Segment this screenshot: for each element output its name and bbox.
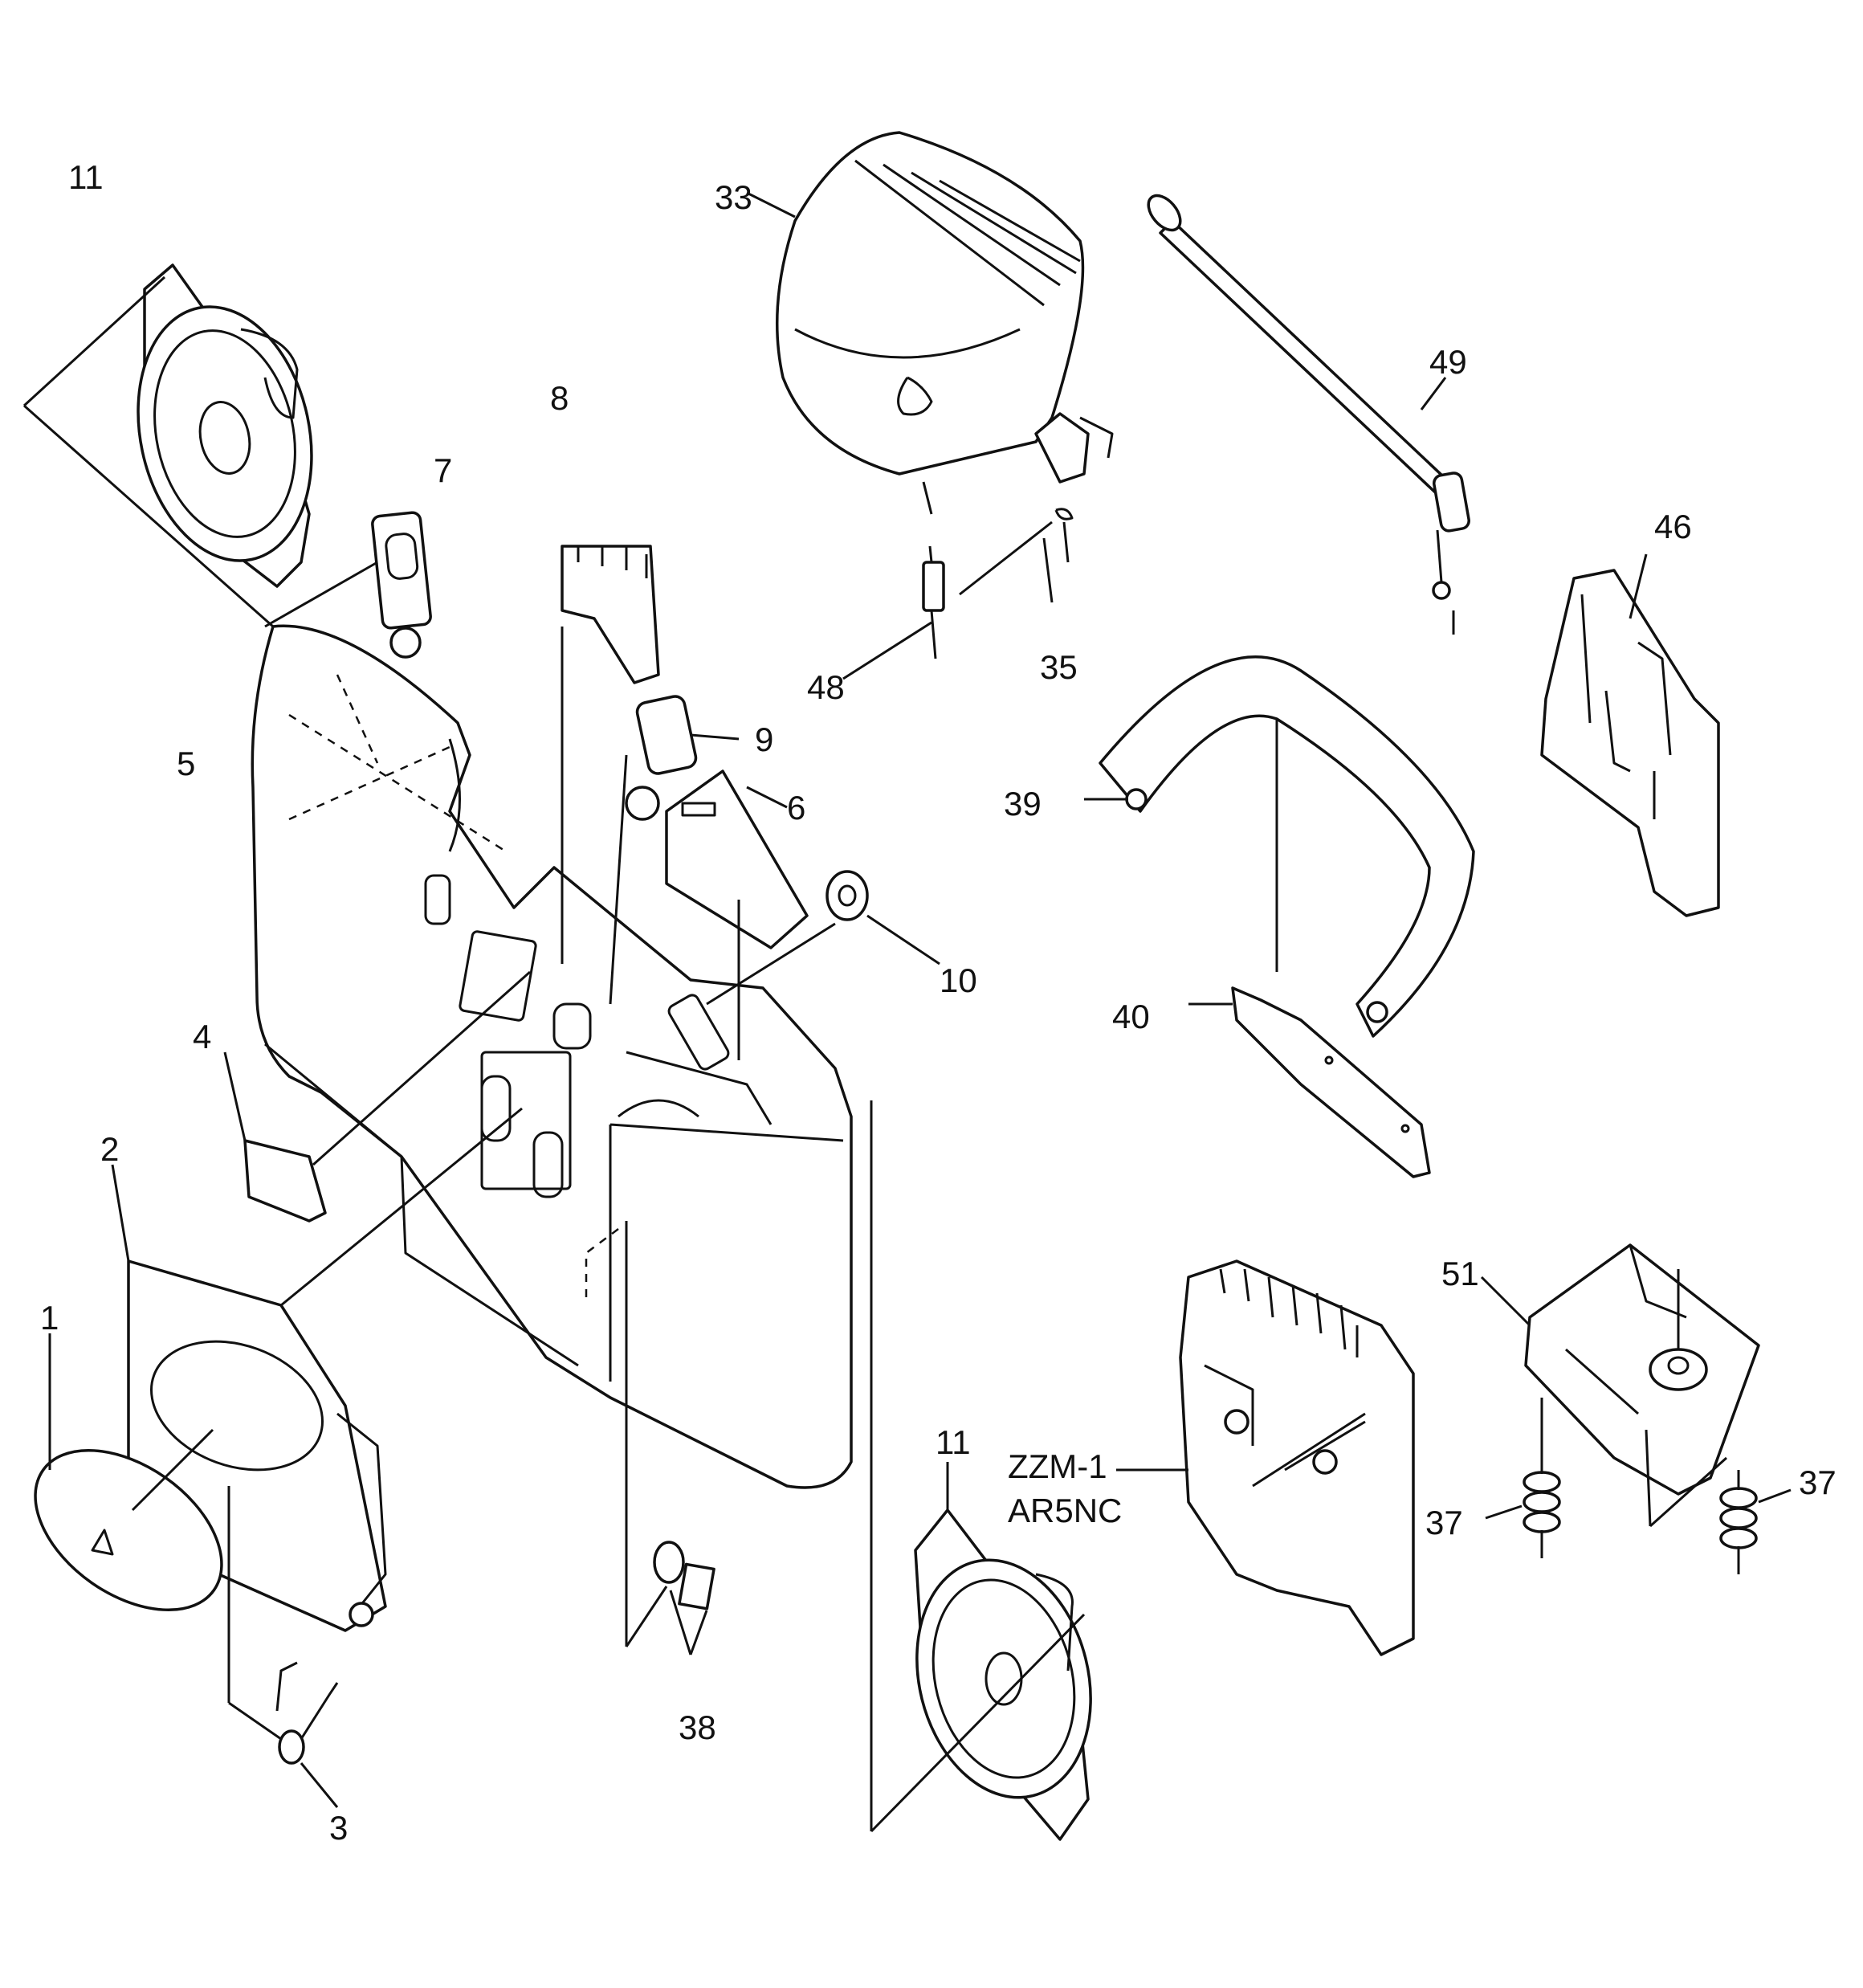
cd-lid-33	[746, 131, 1114, 515]
label-46: 46	[1654, 508, 1692, 545]
label-3: 3	[329, 1809, 348, 1847]
switch-9	[609, 695, 740, 1005]
key-assembly-8	[561, 545, 660, 964]
knob-10	[706, 870, 940, 1006]
label-8: 8	[550, 379, 569, 417]
handle-39	[1084, 655, 1475, 1038]
label-10: 10	[940, 961, 977, 999]
cap-6	[665, 769, 809, 1060]
label-4: 4	[193, 1018, 211, 1055]
label-37-left: 37	[1425, 1504, 1463, 1541]
cd-mechanism-51	[1480, 1243, 1760, 1528]
speaker-bottom	[870, 1100, 1092, 1841]
label-35: 35	[1040, 648, 1078, 686]
lens-4	[223, 970, 531, 1223]
label-37-right: 37	[1799, 1463, 1837, 1501]
label-40: 40	[1112, 998, 1150, 1035]
label-7: 7	[434, 451, 452, 489]
bar-40	[1188, 986, 1431, 1178]
label-5: 5	[177, 745, 195, 782]
module-zzm1	[1116, 1259, 1415, 1656]
callout-labels: 11 7 8 9 5 6 10 4 2 1 3 38 11 33 48 35 4…	[40, 158, 1837, 1847]
label-9: 9	[755, 720, 773, 758]
label-6: 6	[787, 789, 805, 827]
speaker-top-left	[22, 263, 313, 628]
front-cabinet-5	[251, 624, 853, 1489]
label-1: 1	[40, 1299, 59, 1337]
ring-3	[227, 1486, 339, 1808]
label-33: 33	[715, 178, 752, 216]
label-zzm1: ZZM-1	[1008, 1447, 1107, 1485]
spring-35	[959, 508, 1074, 603]
wire-48	[842, 545, 945, 680]
bracket-46	[1540, 553, 1720, 917]
label-51: 51	[1441, 1255, 1479, 1292]
label-38: 38	[679, 1708, 716, 1746]
label-48: 48	[807, 668, 845, 706]
label-39: 39	[1004, 785, 1042, 823]
label-ar5nc: AR5NC	[1008, 1492, 1122, 1529]
parts-38	[585, 1221, 715, 1655]
antenna-49	[1147, 194, 1470, 635]
label-11-top: 11	[68, 158, 104, 196]
damper-37-left	[1485, 1398, 1561, 1558]
damper-37-right	[1719, 1470, 1792, 1574]
cover-disk-1	[34, 1333, 223, 1612]
switch-7	[264, 511, 432, 659]
label-11-bottom: 11	[936, 1423, 971, 1461]
label-49: 49	[1429, 343, 1467, 381]
label-2: 2	[100, 1130, 119, 1168]
